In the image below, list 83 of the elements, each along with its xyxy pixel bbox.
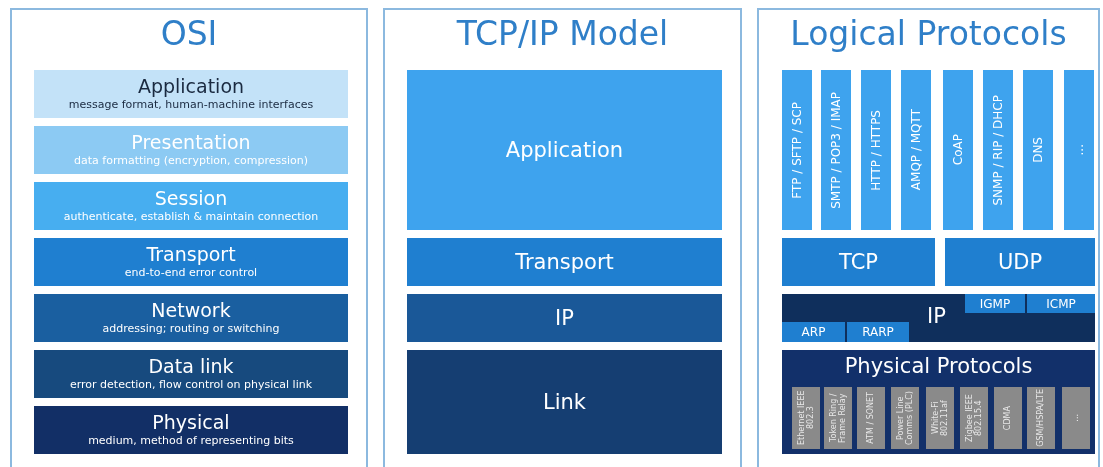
protocol-bar <box>821 70 851 230</box>
layer-bar <box>34 126 348 174</box>
layer-name: Application <box>505 138 624 162</box>
layer-bar <box>407 238 722 286</box>
protocol-name: Ethernet IEEE 802.3 <box>796 389 816 447</box>
layer-description: authenticate, establish & maintain connection <box>63 210 319 224</box>
layer-bar <box>34 294 348 342</box>
protocol-name: FTP / SFTP / SCP <box>789 101 805 199</box>
protocol-tile <box>1062 387 1090 449</box>
protocol-name: ARP <box>801 325 826 339</box>
protocol-name: White-Fi 802.11af <box>930 399 950 438</box>
protocol-bar <box>983 70 1013 230</box>
protocol-name: RARP <box>862 325 894 339</box>
protocol-name: CoAP <box>950 134 966 166</box>
layer-description: addressing; routing or switching <box>102 322 280 336</box>
protocol-name: Power Line Comms (PLC) <box>895 390 915 447</box>
protocol-tile <box>926 387 954 449</box>
layer-description: end-to-end error control <box>124 266 258 280</box>
layer-name: Network <box>151 300 231 323</box>
layer-name: Link <box>543 390 586 414</box>
protocol-name: ICMP <box>1046 296 1076 311</box>
layer-name: Physical <box>152 412 230 435</box>
layer-name: Data link <box>148 356 234 379</box>
panel-title: Logical Protocols <box>790 16 1067 53</box>
layer-bar <box>34 350 348 398</box>
protocol-name: GSM/HSPA/LTE <box>1036 389 1046 447</box>
protocol-tab <box>1027 294 1095 313</box>
protocol-name: ATM / SONET <box>866 392 876 444</box>
section-title: Physical Protocols <box>844 354 1033 378</box>
protocol-tab <box>782 322 845 342</box>
protocol-tile <box>1027 387 1055 449</box>
protocol-name: SMTP / POP3 / IMAP <box>828 91 844 209</box>
protocol-tile <box>994 387 1022 449</box>
panel-title: OSI <box>160 16 218 53</box>
protocol-name: HTTP / HTTPS <box>868 109 884 191</box>
protocol-tab <box>965 294 1025 313</box>
protocol-name: IP <box>927 304 946 328</box>
protocol-bar <box>782 70 812 230</box>
layer-description: data formatting (encryption, compression) <box>74 154 308 168</box>
protocol-panel <box>757 8 1100 467</box>
layer-name: Session <box>154 188 228 211</box>
protocol-bar <box>1023 70 1053 230</box>
layer-name: Application <box>137 76 245 99</box>
protocol-band <box>782 294 1095 342</box>
layer-name: IP <box>555 306 574 330</box>
layer-name: Presentation <box>131 132 251 155</box>
protocol-tile <box>857 387 885 449</box>
protocol-name: DNS <box>1030 137 1046 163</box>
protocol-tile <box>824 387 852 449</box>
protocol-tab <box>847 322 909 342</box>
protocol-bar <box>945 238 1095 286</box>
protocol-bar <box>943 70 973 230</box>
protocol-name: AMQP / MQTT <box>908 109 924 191</box>
layer-description: medium, method of representing bits <box>88 434 294 448</box>
protocol-panel <box>782 350 1095 454</box>
layer-bar <box>34 406 348 454</box>
protocol-name: ... <box>1071 144 1087 156</box>
protocol-name: IGMP <box>979 296 1011 311</box>
protocol-name: Zigbee IEEE 802.15.4 <box>964 393 984 444</box>
layer-bar <box>34 70 348 118</box>
protocol-name: ... <box>1071 414 1081 422</box>
protocol-name: CDMA <box>1003 405 1013 431</box>
layer-bar <box>407 294 722 342</box>
protocol-name: Token Ring / Frame Relay <box>828 392 848 445</box>
protocol-bar <box>1064 70 1094 230</box>
layer-description: error detection, flow control on physical link <box>69 378 313 392</box>
layer-bar <box>407 70 722 230</box>
protocol-bar <box>861 70 891 230</box>
layer-bar <box>407 350 722 454</box>
model-panel <box>383 8 742 467</box>
layer-bar <box>34 182 348 230</box>
protocol-bar <box>901 70 931 230</box>
protocol-name: SNMP / RIP / DHCP <box>990 94 1006 206</box>
layer-description: message format, human-machine interfaces <box>68 98 314 112</box>
panel-title: TCP/IP Model <box>456 16 669 53</box>
protocol-bar <box>782 238 935 286</box>
protocol-name: TCP <box>839 250 878 274</box>
layer-name: Transport <box>515 250 614 274</box>
layer-name: Transport <box>146 244 236 267</box>
model-panel <box>10 8 368 467</box>
layer-bar <box>34 238 348 286</box>
protocol-name: UDP <box>997 250 1043 274</box>
protocol-tile <box>960 387 988 449</box>
